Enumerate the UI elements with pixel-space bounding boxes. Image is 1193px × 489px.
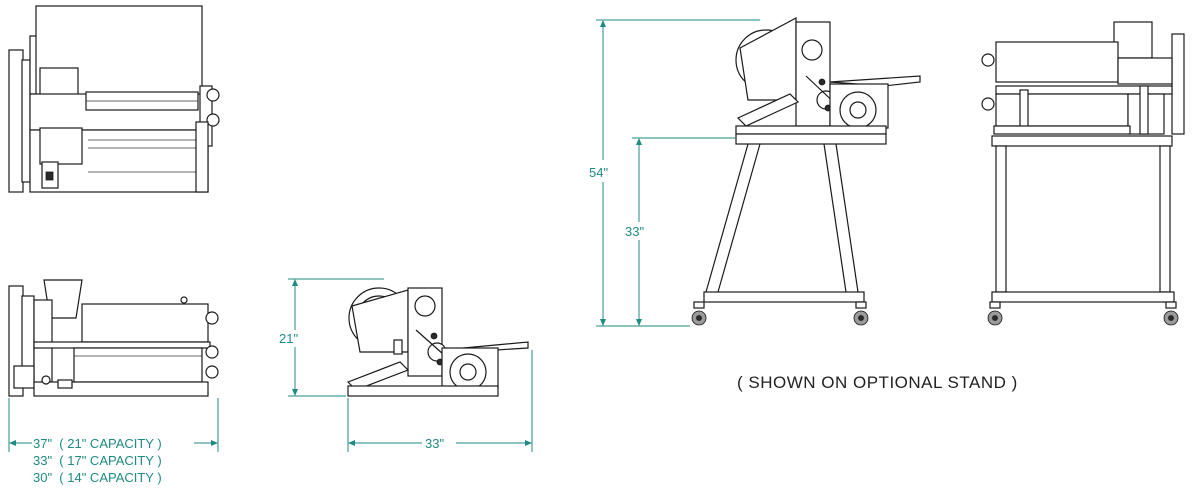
side-view — [346, 287, 529, 397]
side-height-dimension: 21" — [279, 278, 384, 397]
width-label-21-capacity: 37" ( 21" CAPACITY ) — [33, 436, 162, 451]
stand-side-view — [691, 16, 921, 326]
stand-total-height-label: 54" — [589, 165, 608, 180]
stand-height-label: 33" — [625, 224, 644, 239]
width-label-14-capacity: 30" ( 14" CAPACITY ) — [33, 470, 162, 485]
front-width-dimension: 37" ( 21" CAPACITY ) 33" ( 17" CAPACITY … — [8, 398, 219, 485]
stand-front-view — [981, 21, 1185, 326]
width-label-17-capacity: 33" ( 17" CAPACITY ) — [33, 453, 162, 468]
front-view — [8, 279, 219, 397]
top-view — [8, 5, 220, 193]
stand-total-height-dimension: 54" — [589, 19, 760, 327]
side-depth-label: 33" — [425, 436, 444, 451]
stand-height-dimension: 33" — [625, 137, 735, 326]
side-height-label: 21" — [279, 331, 298, 346]
side-depth-dimension: 33" — [347, 350, 533, 452]
optional-stand-caption: ( SHOWN ON OPTIONAL STAND ) — [737, 373, 1018, 392]
